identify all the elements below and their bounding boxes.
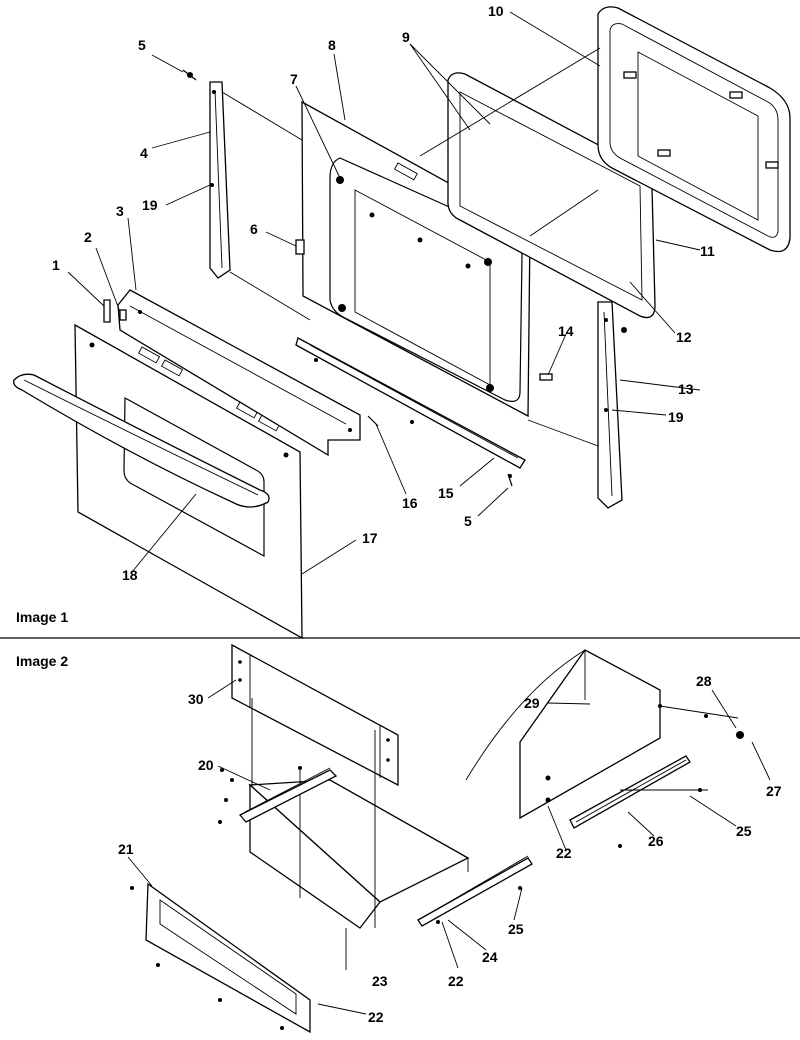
- callout-21: 21: [118, 841, 134, 857]
- callout-8: 8: [328, 37, 336, 53]
- drawer-detail-inset: [465, 649, 744, 848]
- callout-23: 23: [372, 973, 388, 989]
- door-top-trim: [117, 289, 361, 457]
- callout-22: 22: [448, 973, 464, 989]
- callout-10: 10: [488, 3, 504, 19]
- drawer-front: [130, 882, 311, 1034]
- left-drawer-rail: [218, 767, 338, 824]
- callout-26: 26: [648, 833, 664, 849]
- callout-25b: 25: [736, 823, 752, 839]
- callout-20: 20: [198, 757, 214, 773]
- callout-2: 2: [84, 229, 92, 245]
- callout-22b: 22: [368, 1009, 384, 1025]
- callout-13: 13: [678, 381, 694, 397]
- screw: [507, 473, 513, 487]
- callout-27: 27: [766, 783, 782, 799]
- left-door-channel: [209, 81, 231, 279]
- callout-3: 3: [116, 203, 124, 219]
- panel-label-image-2: Image 2: [16, 653, 68, 669]
- callout-6: 6: [250, 221, 258, 237]
- right-door-channel: [597, 301, 627, 509]
- panel-label-image-1: Image 1: [16, 609, 68, 625]
- callout-18: 18: [122, 567, 138, 583]
- right-drawer-rail: [417, 855, 533, 927]
- callout-19b: 19: [668, 409, 684, 425]
- callout-7: 7: [290, 71, 298, 87]
- door-handle: [13, 373, 270, 508]
- callout-5: 5: [138, 37, 146, 53]
- callout-4: 4: [140, 145, 148, 161]
- callout-12: 12: [676, 329, 692, 345]
- callout-11: 11: [700, 243, 715, 259]
- callout-30: 30: [188, 691, 204, 707]
- glass-frame: [447, 72, 656, 319]
- callout-22c: 22: [556, 845, 572, 861]
- clip: [119, 309, 127, 321]
- clip: [539, 373, 553, 381]
- screw: [182, 69, 197, 81]
- callout-5b: 5: [464, 513, 472, 529]
- door-bottom-rail: [295, 337, 526, 478]
- callout-19: 19: [142, 197, 158, 213]
- callout-1: 1: [52, 257, 60, 273]
- callout-9: 9: [402, 29, 410, 45]
- panel-image-1: [13, 6, 791, 640]
- drawer-back-panel: [231, 643, 399, 787]
- bracket: [103, 299, 111, 323]
- callout-17: 17: [362, 530, 378, 546]
- callout-16: 16: [402, 495, 418, 511]
- callout-25: 25: [508, 921, 524, 937]
- callout-15: 15: [438, 485, 454, 501]
- callout-14: 14: [558, 323, 574, 339]
- door-outer-frame: [597, 6, 791, 253]
- callout-29: 29: [524, 695, 540, 711]
- panel-image-2: [127, 643, 771, 1034]
- callout-24: 24: [482, 949, 498, 965]
- callout-28: 28: [696, 673, 712, 689]
